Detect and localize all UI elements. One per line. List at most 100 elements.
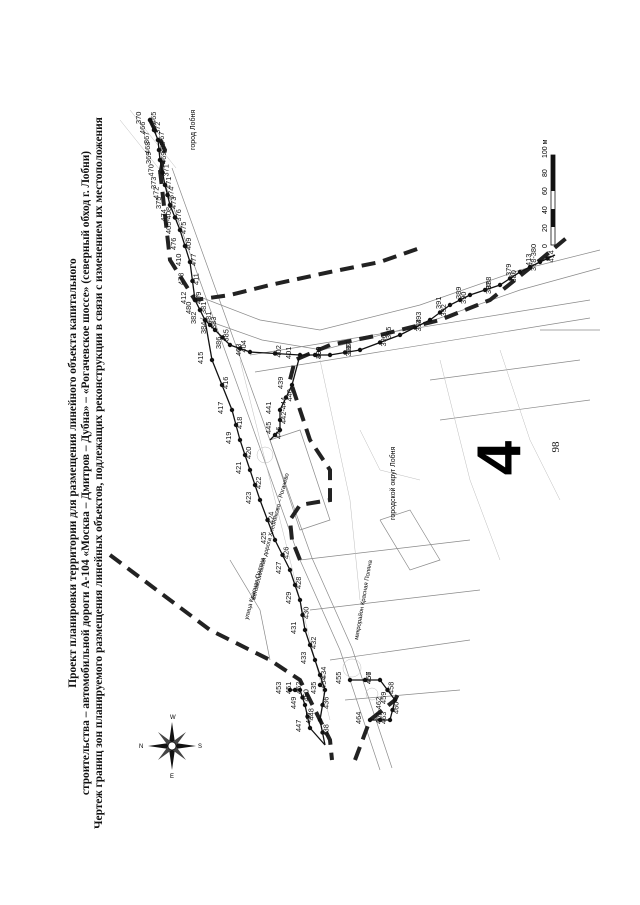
survey-point-label-372: 372 xyxy=(153,122,162,134)
survey-point-label-429: 429 xyxy=(284,592,293,604)
compass-east: E xyxy=(170,774,174,780)
scale-tick-40: 40 xyxy=(542,206,549,214)
survey-point-471 xyxy=(162,182,168,188)
scale-bar: 0 20 40 60 80 100 м xyxy=(542,139,556,248)
survey-point-429 xyxy=(297,597,303,603)
survey-point-label-404: 404 xyxy=(239,340,248,352)
survey-point-469 xyxy=(157,157,163,163)
survey-point-446 xyxy=(272,432,278,438)
survey-point-428 xyxy=(292,582,298,588)
survey-point-label-412: 412 xyxy=(179,292,188,304)
survey-point-label-433: 433 xyxy=(299,652,308,664)
survey-point-423 xyxy=(257,497,263,503)
survey-point-426 xyxy=(280,552,285,558)
survey-point-label-453: 453 xyxy=(274,682,283,694)
scale-tick-0: 0 xyxy=(542,244,549,248)
survey-point-label-426: 426 xyxy=(282,547,291,559)
survey-point-label-399: 399 xyxy=(314,347,323,359)
survey-point-415 xyxy=(209,357,215,363)
survey-point-434 xyxy=(317,672,323,678)
survey-point-399 xyxy=(327,352,333,358)
survey-point-474 xyxy=(172,215,178,220)
survey-point-label-394: 394 xyxy=(414,319,423,331)
survey-point-label-469: 469 xyxy=(159,152,168,164)
survey-point-449 xyxy=(302,702,308,708)
survey-point-label-396: 396 xyxy=(379,334,388,346)
survey-point-label-477: 477 xyxy=(189,254,198,266)
survey-point-445 xyxy=(277,427,283,433)
survey-point-label-473: 473 xyxy=(169,197,178,209)
survey-point-451 xyxy=(297,687,303,693)
survey-point-436 xyxy=(320,702,325,708)
survey-point-label-401: 401 xyxy=(284,347,293,359)
survey-point-label-465: 465 xyxy=(149,112,158,124)
survey-point-424 xyxy=(265,517,270,523)
survey-point-label-367: 367 xyxy=(142,132,151,144)
survey-point-label-417: 417 xyxy=(216,402,225,414)
survey-point-378-380 xyxy=(527,264,533,270)
survey-point-label-479: 479 xyxy=(194,292,203,304)
survey-point-476 xyxy=(182,243,188,249)
survey-point-label-395: 395 xyxy=(384,327,393,339)
survey-point-385 xyxy=(220,335,225,340)
compass-rose-icon: W E S N xyxy=(139,715,202,780)
survey-point-label-379: 379 xyxy=(504,264,513,276)
survey-point-label-431: 431 xyxy=(289,622,298,634)
survey-point-label-370: 370 xyxy=(134,112,143,124)
survey-point-475 xyxy=(177,227,183,233)
compass-north: N xyxy=(139,744,143,750)
survey-point-430 xyxy=(300,612,305,618)
survey-point-401 xyxy=(297,352,303,358)
survey-point-label-413: 413 xyxy=(524,254,533,266)
survey-point-label-424: 424 xyxy=(267,512,276,524)
street-label-1: микрорайон Красная Поляна xyxy=(353,559,374,640)
survey-point-481 xyxy=(202,317,208,323)
survey-point-461-462 xyxy=(387,717,393,723)
survey-point-label-478: 478 xyxy=(177,273,186,285)
survey-point-label-474: 474 xyxy=(159,209,168,221)
survey-point-label-383: 383 xyxy=(209,317,218,329)
survey-point-label-374: 374 xyxy=(167,187,176,199)
survey-point-404 xyxy=(237,346,243,351)
survey-point-391 xyxy=(447,302,453,308)
survey-point-label-390: 390 xyxy=(459,292,468,304)
survey-point-labels: 370372367368369371373374375376405-408409… xyxy=(134,112,556,737)
survey-point-458 xyxy=(385,687,390,693)
survey-point-447 xyxy=(307,725,313,731)
survey-point-label-410: 410 xyxy=(174,254,183,266)
survey-point-label-430: 430 xyxy=(302,607,311,619)
survey-point-457 xyxy=(377,677,383,683)
survey-point-438 xyxy=(320,730,325,735)
survey-point-label-454: 454 xyxy=(319,677,328,689)
survey-point-472 xyxy=(165,192,170,198)
survey-point-442-444 xyxy=(277,417,283,423)
survey-line xyxy=(149,119,556,746)
survey-point-label-446: 446 xyxy=(274,427,283,439)
survey-point-466 xyxy=(151,127,157,133)
survey-point-label-472: 472 xyxy=(152,187,161,199)
survey-point-395 xyxy=(397,332,403,338)
survey-point-label-439: 439 xyxy=(276,377,285,389)
survey-point-label-457: 457 xyxy=(364,672,373,684)
survey-point-label-402: 402 xyxy=(274,345,283,357)
survey-point-label-451: 451 xyxy=(284,682,293,694)
survey-point-435 xyxy=(322,687,328,693)
survey-point-432 xyxy=(307,642,313,648)
survey-point-439 xyxy=(289,382,295,388)
survey-point-467 xyxy=(155,137,161,143)
survey-point-label-423: 423 xyxy=(244,492,253,504)
survey-point-454 xyxy=(317,682,323,688)
city-label: город Лобня xyxy=(189,110,197,150)
survey-point-468 xyxy=(156,147,162,153)
district-label: городской округ Лобня xyxy=(389,446,397,520)
survey-point-label-397: 397 xyxy=(344,342,353,354)
survey-point-396 xyxy=(377,340,383,345)
survey-point-label-467: 467 xyxy=(157,132,166,144)
survey-point-label-452: 452 xyxy=(294,682,303,694)
survey-point-403 xyxy=(247,349,253,355)
survey-point-label-476: 476 xyxy=(169,238,178,250)
survey-point-398 xyxy=(342,350,348,355)
survey-point-416 xyxy=(219,382,225,388)
survey-point-400 xyxy=(312,352,318,358)
survey-point-label-427: 427 xyxy=(274,562,283,574)
